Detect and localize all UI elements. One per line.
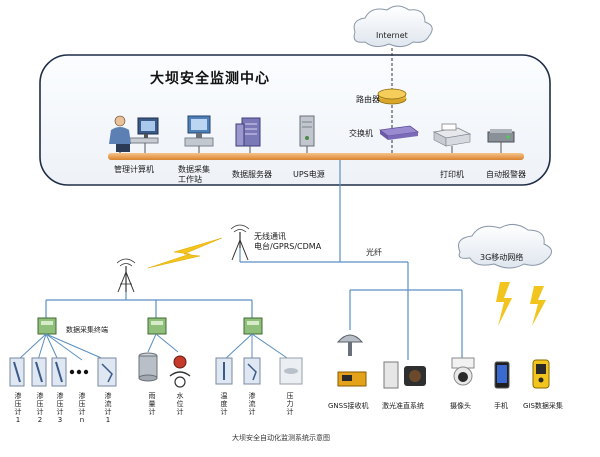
base-antenna-icon xyxy=(230,224,250,261)
wireless-label: 无线通讯 电台/GPRS/CDMA xyxy=(254,232,322,251)
mgmt-computer-label: 管理计算机 xyxy=(114,165,154,174)
piezometer-2-icon xyxy=(31,357,47,387)
monitoring-center-panel xyxy=(39,54,551,186)
rain-gauge-icon xyxy=(138,352,158,382)
ups-label: UPS电源 xyxy=(293,170,325,179)
gis-device-icon xyxy=(532,359,550,389)
camera-icon xyxy=(451,357,475,386)
collector-terminal-1 xyxy=(37,317,57,335)
printer-icon xyxy=(432,123,472,147)
phone-icon xyxy=(494,361,510,389)
router-icon xyxy=(377,88,407,105)
sensor-label-seepage: 渗流计 xyxy=(248,392,256,416)
water-level-gauge-icon xyxy=(169,355,191,388)
mobile-network-label: 3G移动网络 xyxy=(480,253,524,262)
seepage-meter-1-icon xyxy=(97,357,117,387)
printer-label: 打印机 xyxy=(440,170,464,179)
sensor-label-piezo-1: 渗压计1 xyxy=(14,392,22,424)
sensor-label-seepage-1: 渗流计1 xyxy=(104,392,112,424)
collector-terminal-2 xyxy=(147,317,167,335)
ellipsis-icon xyxy=(69,369,89,375)
fiber-label: 光纤 xyxy=(366,248,382,257)
collector-terminal-3 xyxy=(243,317,263,335)
ups-icon xyxy=(299,115,315,147)
piezometer-3-icon xyxy=(51,357,67,387)
sensor-label-piezo-2: 渗压计2 xyxy=(36,392,44,424)
camera-label: 摄像头 xyxy=(450,402,471,410)
server-label: 数据服务器 xyxy=(232,170,272,179)
thermometer-icon xyxy=(215,357,233,385)
sensor-label-rain: 雨量计 xyxy=(148,392,156,416)
internet-cloud-icon xyxy=(353,5,433,48)
sensor-label-temperature: 温度计 xyxy=(220,392,228,416)
laser-label: 激光准直系统 xyxy=(382,402,424,410)
collector-label: 数据采集终端 xyxy=(66,326,108,334)
piezometer-1-icon xyxy=(9,357,25,387)
wireless-link-icon xyxy=(147,237,223,269)
gnss-receiver-icon xyxy=(336,334,367,387)
sensor-label-water-level: 水位计 xyxy=(176,392,184,416)
center-title: 大坝安全监测中心 xyxy=(150,71,270,87)
sensor-label-pressure: 压力计 xyxy=(286,392,294,416)
switch-label: 交换机 xyxy=(349,129,373,138)
sensor-label-piezo-n: 渗压计n xyxy=(78,392,86,424)
laser-system-icon xyxy=(383,361,426,389)
workstation-icon xyxy=(184,115,214,147)
network-bus xyxy=(108,153,524,160)
diagram-caption: 大坝安全自动化监测系统示意图 xyxy=(232,434,330,442)
alarm-label: 自动报警器 xyxy=(486,170,526,179)
device-drops xyxy=(144,142,502,153)
server-icon xyxy=(235,117,261,147)
pressure-gauge-icon xyxy=(279,357,303,385)
mobile-network-cloud-icon xyxy=(458,224,552,269)
field-antenna-icon xyxy=(116,258,136,293)
internet-label: Internet xyxy=(376,31,408,40)
switch-icon xyxy=(378,125,420,140)
gis-label: GIS数据采集 xyxy=(523,402,563,410)
gnss-label: GNSS接收机 xyxy=(328,402,369,410)
workstation-label: 数据采集 工作站 xyxy=(178,165,210,184)
sensor-label-piezo-3: 渗压计3 xyxy=(56,392,64,424)
mobile-link-icon-1 xyxy=(496,282,512,326)
seepage-meter-icon xyxy=(243,357,261,385)
phone-label: 手机 xyxy=(494,402,508,410)
alarm-icon xyxy=(487,129,515,143)
management-computer-icon xyxy=(109,115,159,153)
mobile-link-icon-2 xyxy=(530,286,546,326)
router-label: 路由器 xyxy=(356,95,380,104)
